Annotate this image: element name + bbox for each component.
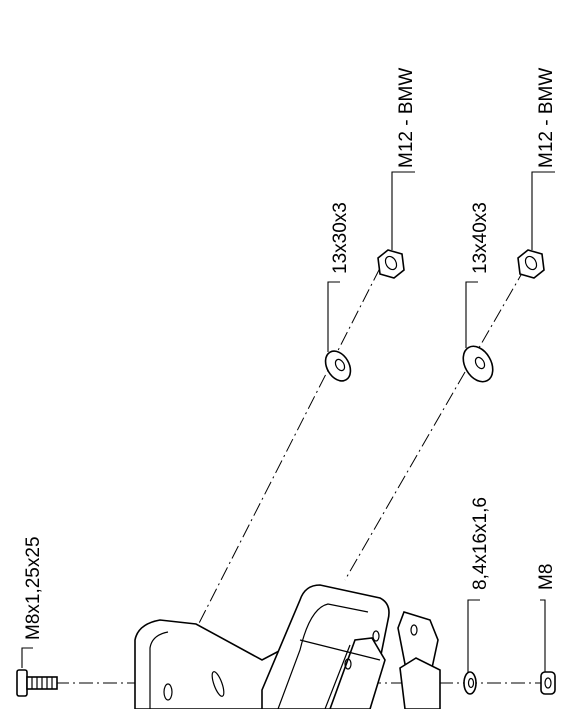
nut-m12-lower-part xyxy=(517,249,545,279)
bolt-leader-line xyxy=(21,647,33,668)
nut-m8-leader-line xyxy=(540,599,546,672)
bracket-part xyxy=(134,584,441,709)
axis-washer2-to-bracket xyxy=(344,267,526,581)
label-washer-13x40: 13x40x3 xyxy=(470,202,491,274)
nut-m12-upper-leader-line xyxy=(391,171,415,250)
washer-13x40-part xyxy=(462,345,494,383)
washer-13x30-leader-line xyxy=(327,281,340,352)
label-washer-small: 8,4x16x1,6 xyxy=(470,497,491,590)
axis-washer1-to-bracket xyxy=(164,267,381,691)
label-nut-m12-lower: M12 - BMW xyxy=(536,68,557,168)
nut-m12-lower-leader-line xyxy=(531,171,555,250)
washer-13x30-part xyxy=(324,350,352,382)
label-nut-m12-upper: M12 - BMW xyxy=(396,68,417,168)
washer-13x40-leader-line xyxy=(465,281,478,348)
nut-m8-part xyxy=(540,671,556,695)
label-bolt: M8x1,25x25 xyxy=(23,536,44,640)
label-nut-m8: M8 xyxy=(536,564,557,590)
washer-small-leader-line xyxy=(467,599,480,672)
washer-small-part xyxy=(463,671,477,695)
label-washer-13x30: 13x30x3 xyxy=(330,202,351,274)
nut-m12-upper-part xyxy=(377,249,405,279)
bolt-m8-part xyxy=(16,669,58,697)
